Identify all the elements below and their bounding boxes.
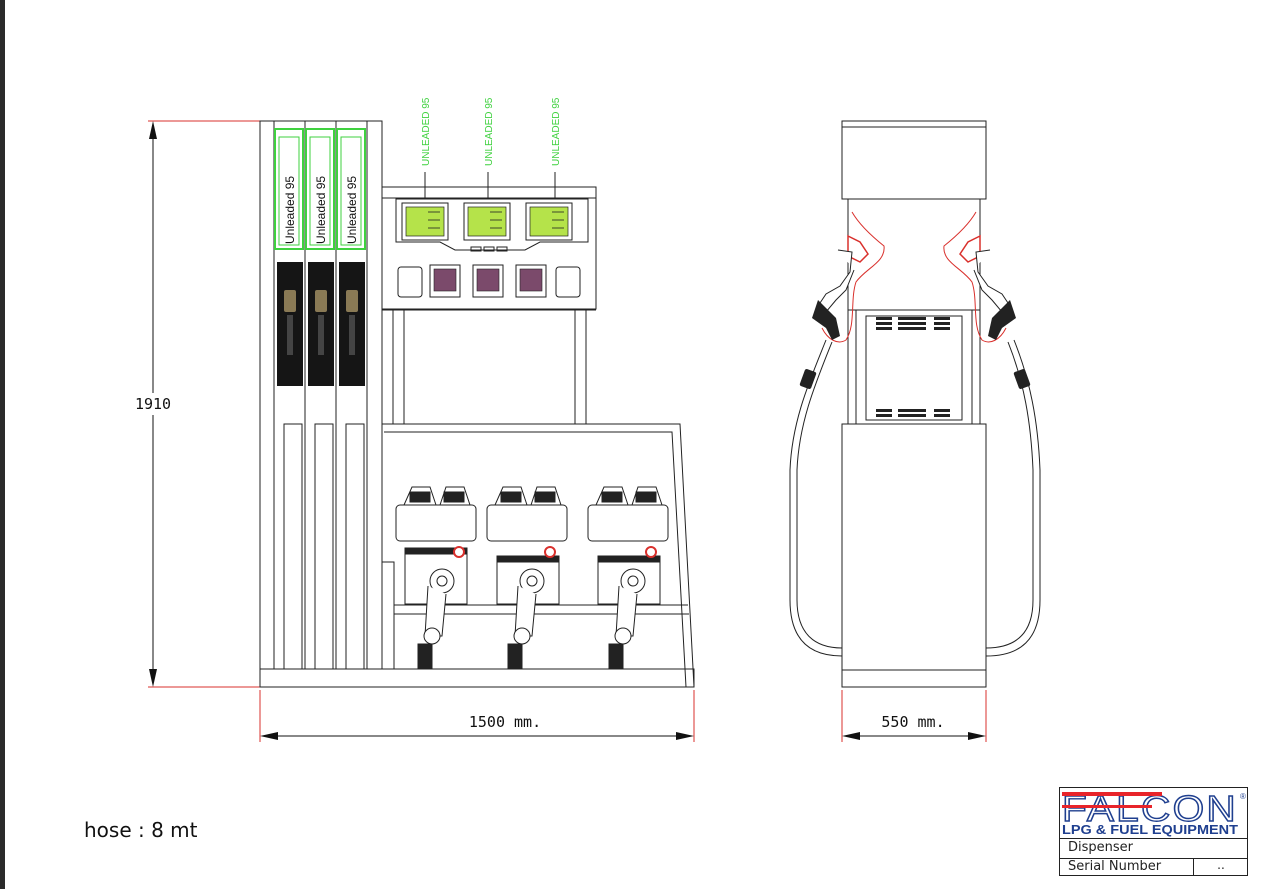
- side-width-dimension: 550 mm.: [841, 690, 987, 742]
- side-view: [841, 120, 987, 688]
- falcon-logo: FALCON ® LPG & FUEL EQUIPMENT: [1060, 787, 1247, 839]
- window-edge: [0, 0, 5, 889]
- lcd-displays: [401, 202, 573, 241]
- side-hoses: [789, 339, 1041, 657]
- registered-mark: ®: [1240, 792, 1246, 801]
- hose-note: hose : 8 mt: [84, 818, 198, 842]
- keypads: [429, 264, 547, 298]
- serial-number-label: Serial Number: [1068, 859, 1162, 874]
- side-nozzle-left: [812, 211, 885, 343]
- front-width-label: 1500 mm.: [469, 713, 541, 731]
- top-grade-label-3: UNLEADED 95: [551, 97, 562, 166]
- serial-number-value: ..: [1193, 858, 1248, 876]
- height-dimension: 1910: [134, 120, 262, 688]
- title-row-serial: Serial Number ..: [1060, 858, 1247, 877]
- pump-unit-2: [486, 486, 568, 670]
- side-nozzle-right: [943, 211, 1016, 343]
- top-grade-label-1: UNLEADED 95: [421, 97, 432, 166]
- front-view: [259, 120, 695, 688]
- dispenser-label: Dispenser: [1068, 840, 1133, 855]
- brand-tagline: LPG & FUEL EQUIPMENT: [1062, 822, 1238, 837]
- title-row-dispenser: Dispenser: [1060, 839, 1247, 859]
- height-label: 1910: [135, 395, 171, 413]
- column-grade-label-2: Unleaded 95: [314, 176, 328, 244]
- column-grade-label-1: Unleaded 95: [283, 176, 297, 244]
- pump-unit-3: [587, 486, 669, 670]
- hose-couplings: [799, 369, 1031, 389]
- pump-assemblies: [395, 486, 669, 670]
- nozzle-holsters: [277, 262, 365, 386]
- pump-unit-1: [395, 486, 477, 670]
- title-block: FALCON ® LPG & FUEL EQUIPMENT Dispenser …: [1059, 787, 1248, 876]
- grade-panels: [274, 128, 366, 250]
- front-width-dimension: 1500 mm.: [259, 690, 695, 742]
- top-grade-label-2: UNLEADED 95: [484, 97, 495, 166]
- side-vents: [876, 317, 950, 417]
- grade-leaders: [424, 172, 556, 198]
- side-width-label: 550 mm.: [881, 713, 944, 731]
- column-grade-label-3: Unleaded 95: [345, 176, 359, 244]
